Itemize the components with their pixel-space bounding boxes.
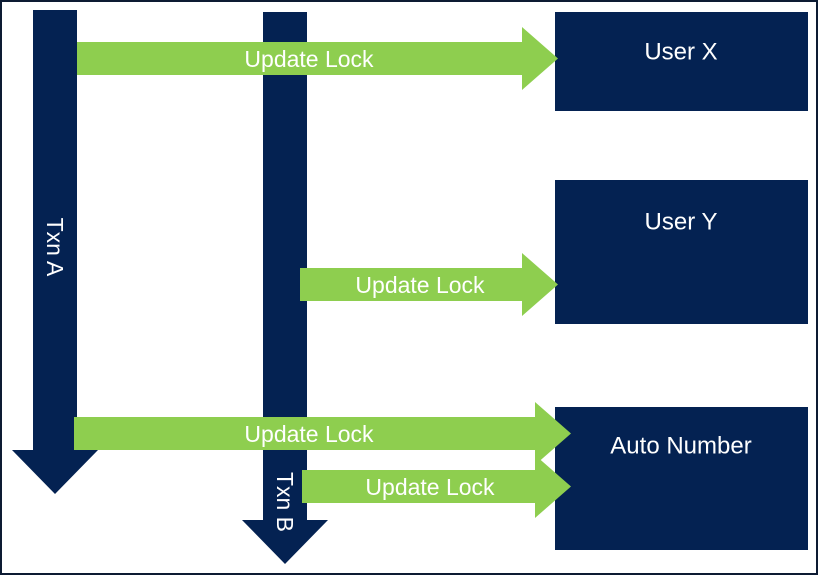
lane-txn-b-label: Txn B: [272, 472, 298, 532]
lane-txn-a-label: Txn A: [42, 218, 68, 277]
arrow-update-lock-3[interactable]: Update Lock: [74, 402, 571, 465]
box-auto-number[interactable]: Auto Number: [555, 407, 808, 550]
arrow-update-lock-1[interactable]: Update Lock: [77, 27, 558, 90]
arrow-update-lock-4-shape: [302, 455, 571, 518]
arrow-update-lock-1-shape: [77, 27, 558, 90]
box-auto-number-rect: [555, 407, 808, 550]
box-user-y-label: User Y: [645, 209, 718, 236]
arrow-update-lock-4-label: Update Lock: [365, 474, 495, 500]
box-user-x-label: User X: [644, 39, 717, 66]
box-auto-number-label: Auto Number: [610, 433, 751, 460]
lane-txn-b-arrowhead: [242, 520, 328, 564]
arrow-update-lock-4[interactable]: Update Lock: [302, 455, 571, 518]
arrow-update-lock-2-shape: [300, 253, 558, 316]
lane-txn-a-shaft: [33, 10, 77, 458]
arrow-update-lock-2[interactable]: Update Lock: [300, 253, 558, 316]
arrow-update-lock-3-label: Update Lock: [244, 421, 374, 447]
arrow-update-lock-1-label: Update Lock: [244, 46, 374, 72]
box-user-y[interactable]: User Y: [555, 180, 808, 324]
lane-txn-a-arrowhead: [12, 450, 98, 494]
box-user-x-rect: [555, 12, 808, 111]
arrow-update-lock-2-label: Update Lock: [355, 272, 485, 298]
arrow-update-lock-3-shape: [74, 402, 571, 465]
box-user-x[interactable]: User X: [555, 12, 808, 111]
lane-txn-a[interactable]: Txn A: [12, 10, 98, 494]
box-user-y-rect: [555, 180, 808, 324]
